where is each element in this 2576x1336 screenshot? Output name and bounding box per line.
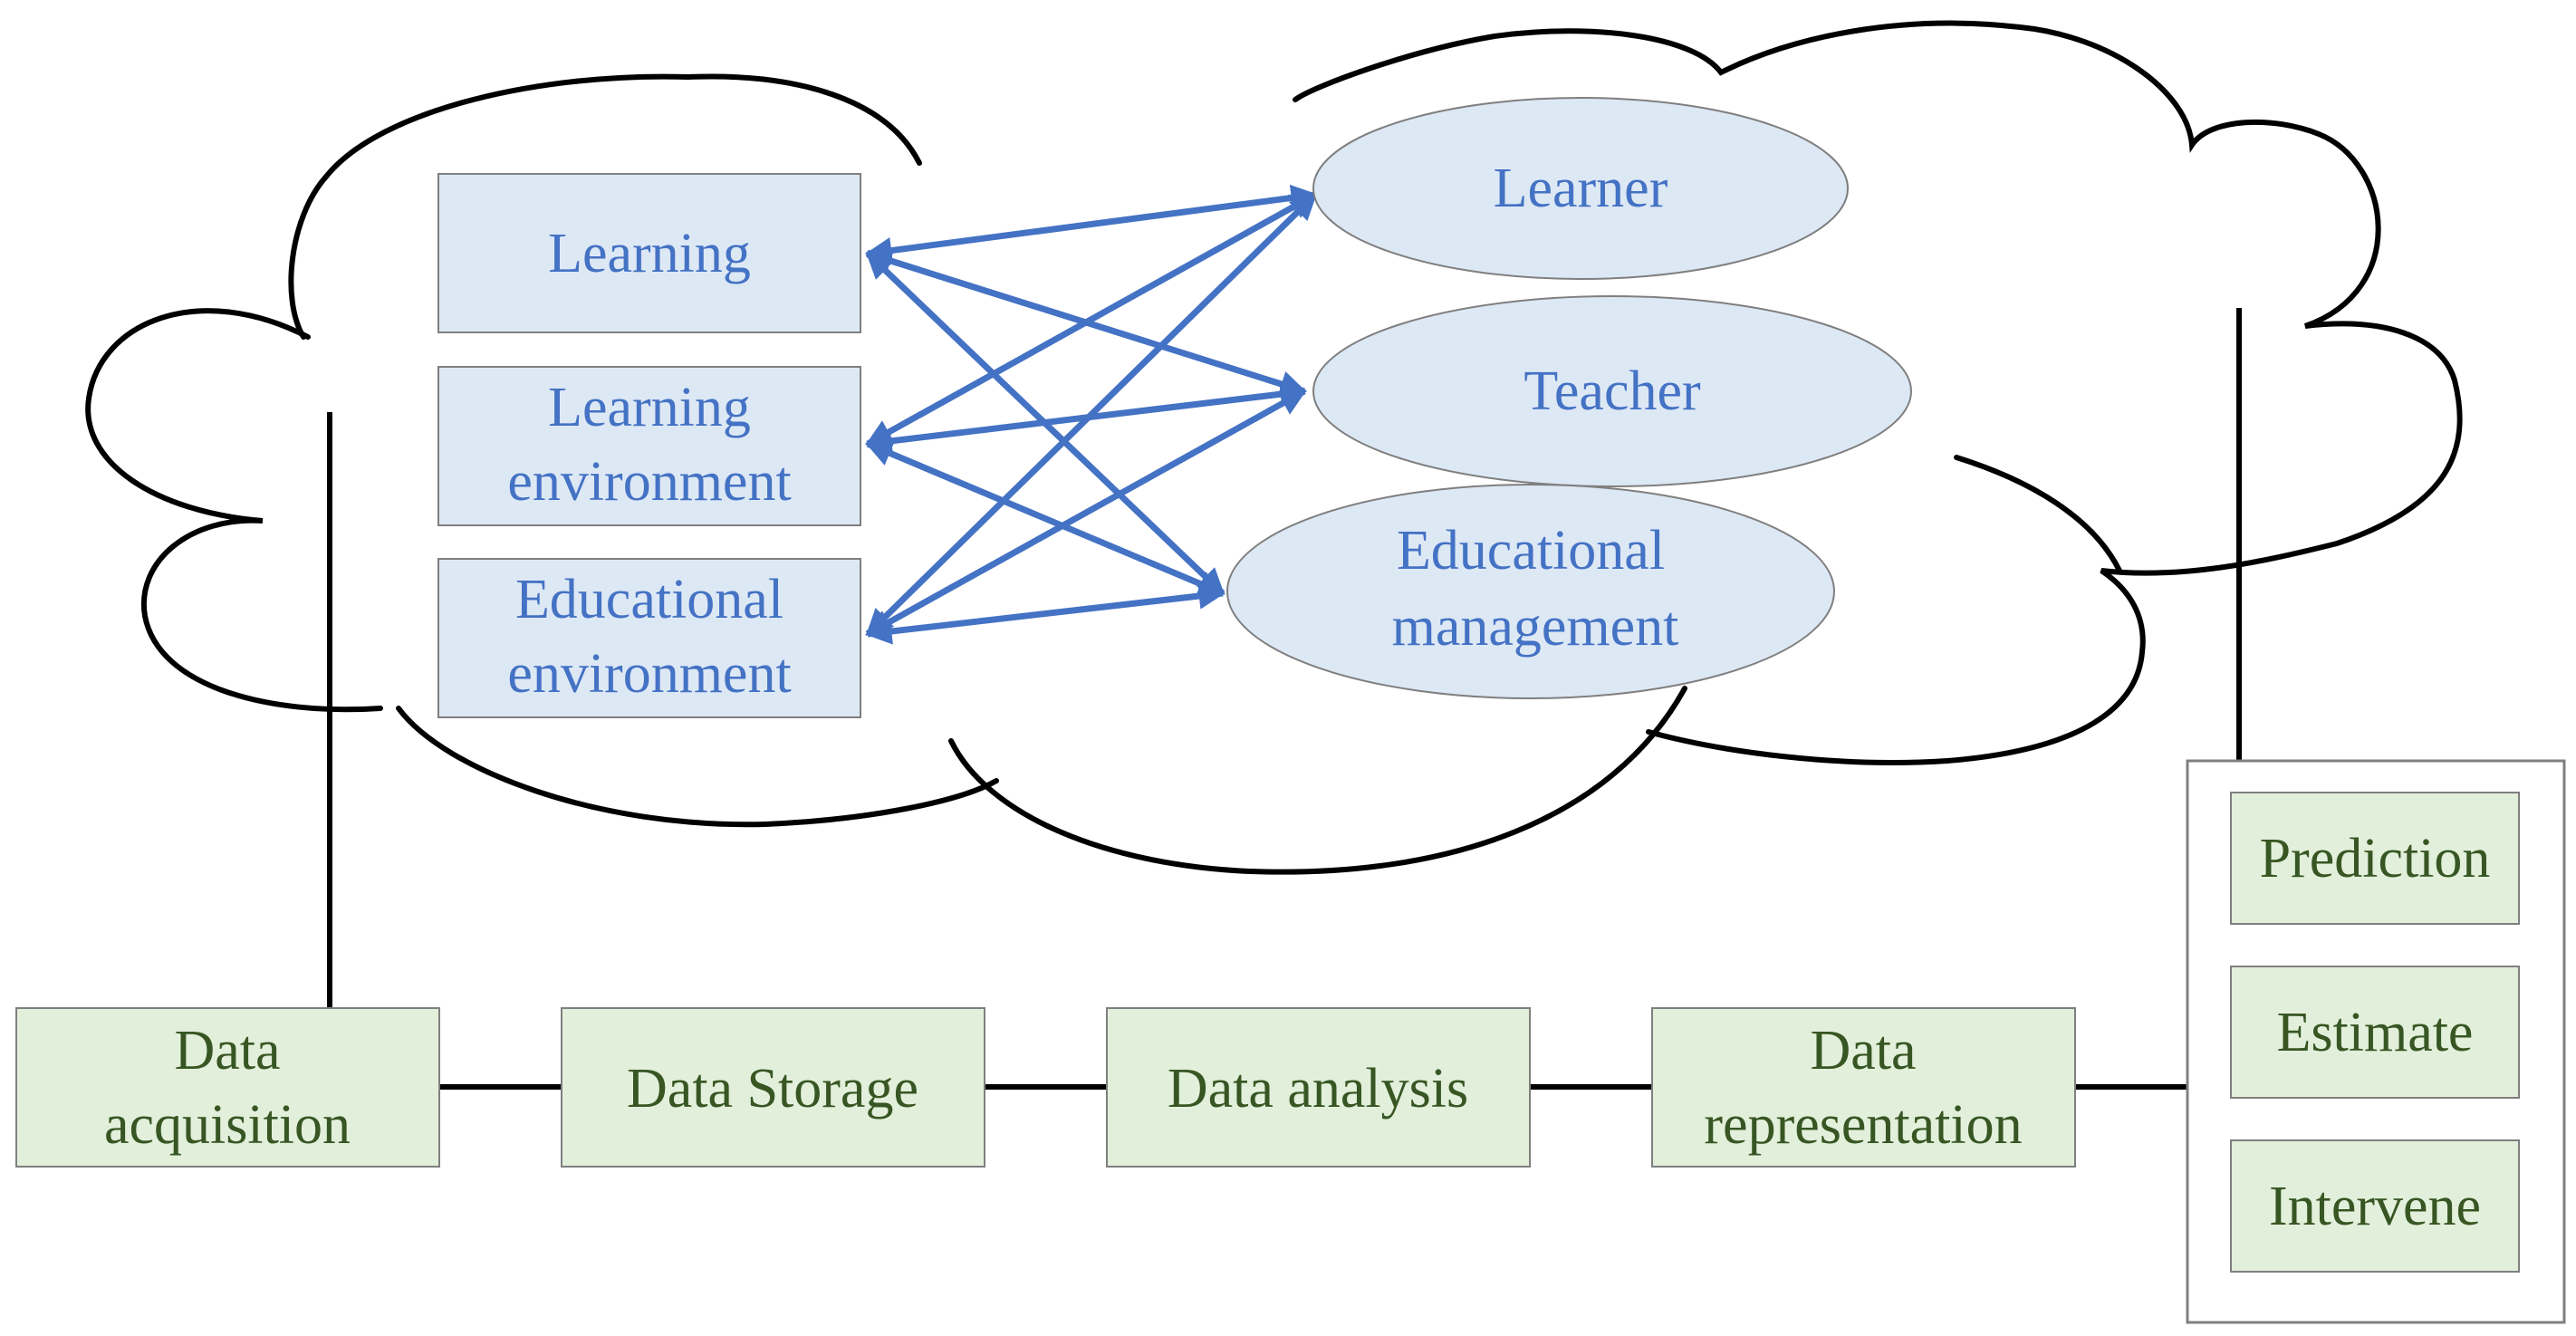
pipeline-data-storage: Data Storage	[561, 1007, 985, 1168]
pipeline-data-representation-line2: representation	[1704, 1094, 2022, 1156]
relation-arrows	[865, 184, 1318, 645]
actor-teacher: Teacher	[1312, 295, 1912, 487]
pipeline-data-acquisition-line2: acquisition	[104, 1094, 351, 1156]
pipeline-data-acquisition: Data acquisition	[15, 1007, 440, 1168]
actor-educational-management: Educational management	[1226, 484, 1835, 699]
actor-educational-management-line1: Educational	[1397, 520, 1665, 581]
pipeline-data-storage-label: Data Storage	[627, 1058, 918, 1120]
actor-learner-label: Learner	[1494, 158, 1668, 219]
actor-educational-management-line2: management	[1392, 596, 1679, 658]
cloud-outline	[85, 20, 2463, 875]
factor-learning-environment: Learning environment	[437, 366, 861, 526]
factor-educational-environment: Educational environment	[437, 558, 861, 718]
outcome-intervene-label: Intervene	[2269, 1176, 2481, 1237]
actor-learner: Learner	[1312, 97, 1849, 280]
pipeline-data-analysis-label: Data analysis	[1168, 1058, 1468, 1120]
factor-educational-environment-line1: Educational	[515, 569, 783, 630]
pipeline-data-representation: Data representation	[1651, 1007, 2076, 1168]
actor-teacher-label: Teacher	[1523, 360, 1701, 422]
factor-learning-environment-line2: environment	[507, 451, 791, 513]
pipeline-data-representation-line1: Data	[1810, 1020, 1916, 1081]
outcome-estimate: Estimate	[2230, 966, 2520, 1099]
factor-learning-label: Learning	[548, 223, 751, 284]
factor-learning-environment-line1: Learning	[548, 377, 751, 438]
factor-educational-environment-line2: environment	[507, 643, 791, 705]
pipeline-data-acquisition-line1: Data	[174, 1020, 280, 1081]
outcome-estimate-label: Estimate	[2277, 1002, 2474, 1063]
outcome-prediction-label: Prediction	[2260, 828, 2491, 889]
pipeline-data-analysis: Data analysis	[1106, 1007, 1531, 1168]
factor-learning: Learning	[437, 173, 861, 333]
outcome-prediction: Prediction	[2230, 792, 2520, 925]
outcome-intervene: Intervene	[2230, 1139, 2520, 1273]
